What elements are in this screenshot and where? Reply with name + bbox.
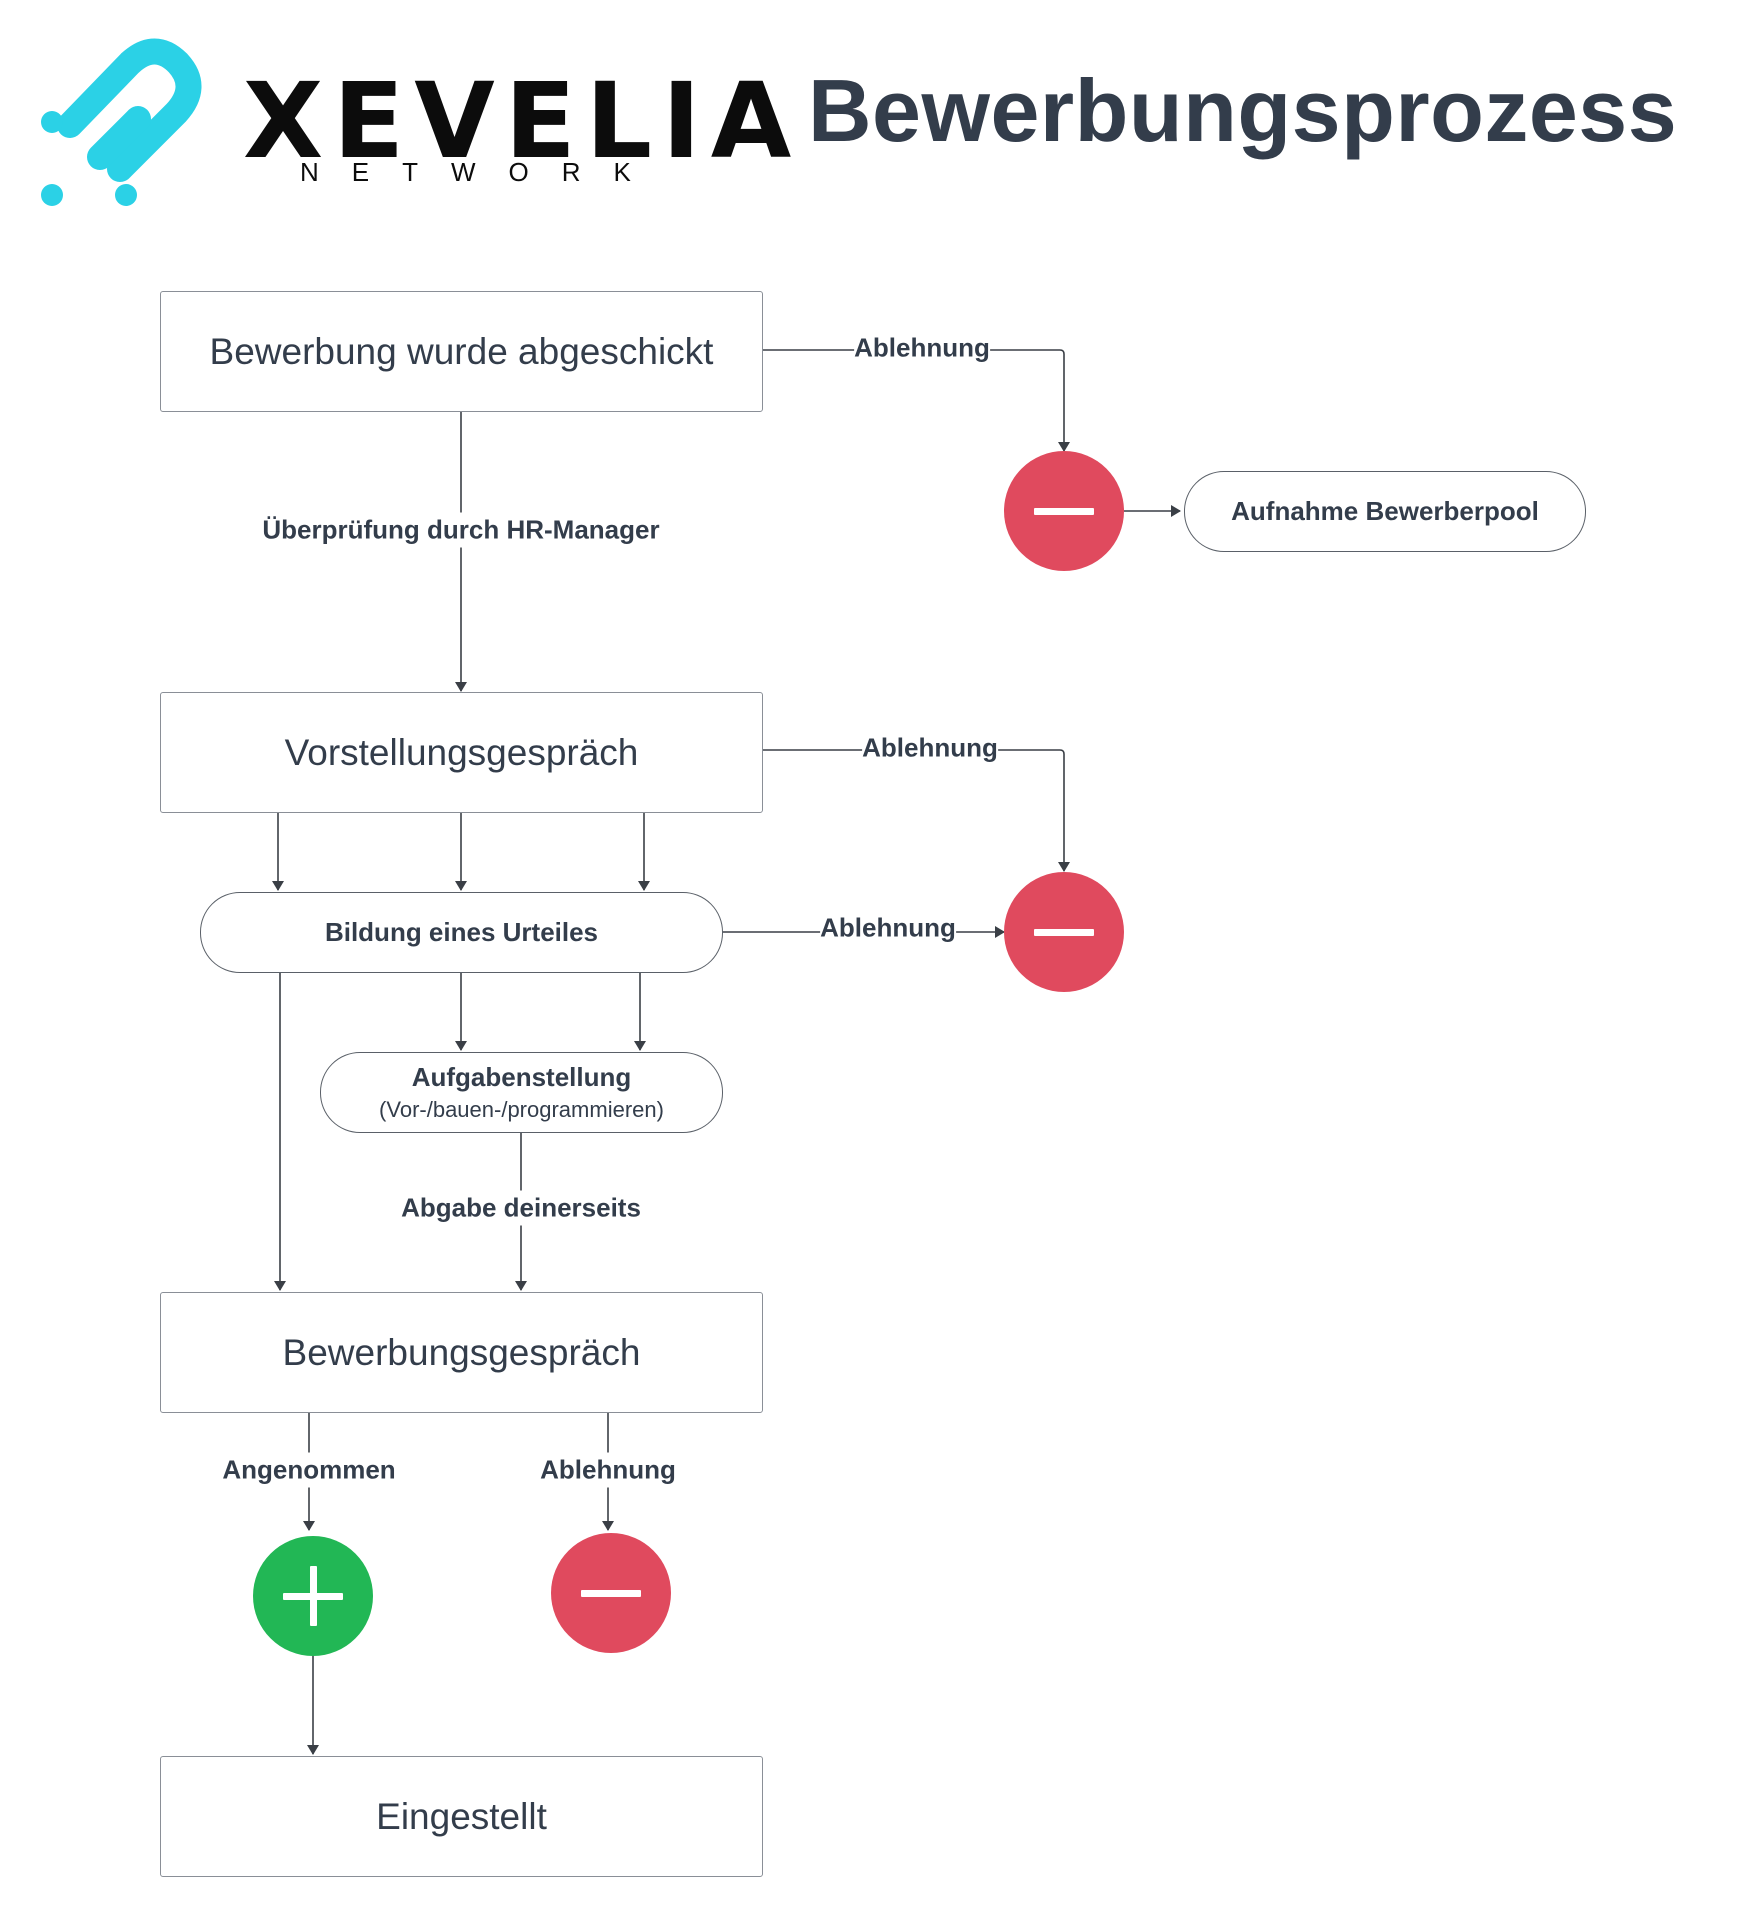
node-interview: Vorstellungsgespräch xyxy=(160,692,763,813)
minus-icon xyxy=(1034,508,1094,515)
edge-label-accepted: Angenommen xyxy=(222,1452,396,1488)
xevelia-logo-icon xyxy=(41,38,202,206)
edge-label-reject1: Ablehnung xyxy=(854,330,990,366)
edge-reject2 xyxy=(758,749,1070,872)
edge-reject1 xyxy=(758,349,1070,452)
node-task: Aufgabenstellung (Vor-/bauen-/programmie… xyxy=(320,1052,723,1133)
logo-subtitle: NETWORK xyxy=(300,157,664,187)
edge-label-reject4: Ablehnung xyxy=(540,1452,676,1488)
node-task-subtitle: (Vor-/bauen-/programmieren) xyxy=(379,1097,664,1122)
minus-icon xyxy=(581,1590,641,1597)
node-hired: Eingestellt xyxy=(160,1756,763,1877)
reject-node-3 xyxy=(551,1533,671,1653)
edge-label-hr-review: Überprüfung durch HR-Manager xyxy=(262,512,660,548)
reject-node-2 xyxy=(1004,872,1124,992)
edge-label-reject3: Ablehnung xyxy=(820,910,956,946)
node-submitted-label: Bewerbung wurde abgeschickt xyxy=(209,330,714,372)
node-task-title: Aufgabenstellung xyxy=(411,1062,632,1092)
node-judgement-label: Bildung eines Urteiles xyxy=(324,917,599,947)
page-title: Bewerbungsprozess xyxy=(808,61,1678,160)
edge-label-submission: Abgabe deinerseits xyxy=(401,1190,641,1226)
accept-node xyxy=(253,1536,373,1656)
node-pool: Aufnahme Bewerberpool xyxy=(1184,471,1586,552)
node-hired-label: Eingestellt xyxy=(376,1795,547,1837)
node-interview-label: Vorstellungsgespräch xyxy=(284,731,639,773)
node-pool-label: Aufnahme Bewerberpool xyxy=(1231,496,1539,526)
plus-icon xyxy=(310,1566,317,1626)
node-judgement: Bildung eines Urteiles xyxy=(200,892,723,973)
node-application-talk: Bewerbungsgespräch xyxy=(160,1292,763,1413)
reject-node-1 xyxy=(1004,451,1124,571)
node-submitted: Bewerbung wurde abgeschickt xyxy=(160,291,763,412)
node-application-talk-label: Bewerbungsgespräch xyxy=(282,1331,641,1373)
edge-label-reject2: Ablehnung xyxy=(862,730,998,766)
minus-icon xyxy=(1034,929,1094,936)
logo-wordmark: XEVELIA xyxy=(243,60,802,182)
